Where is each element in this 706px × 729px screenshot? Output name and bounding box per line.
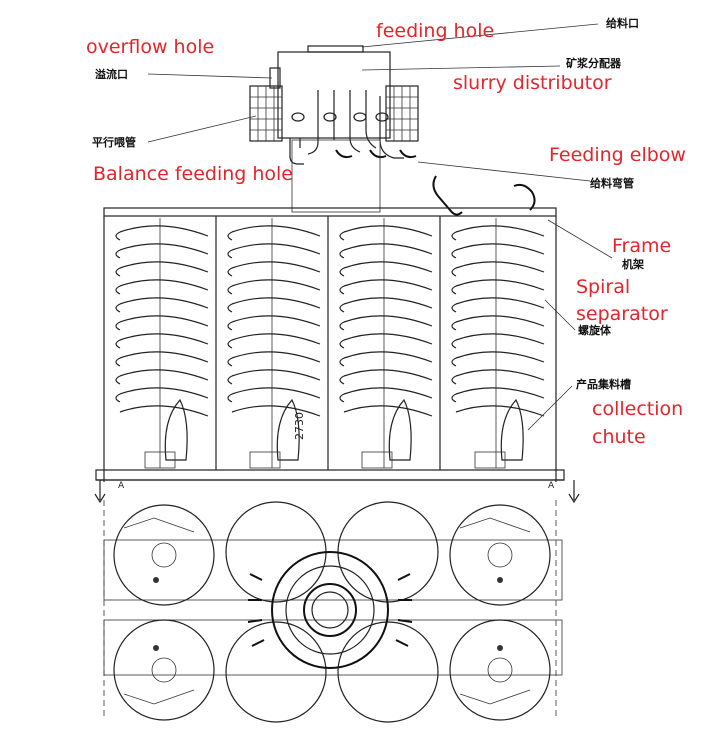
cn-label-feeding-elbow: 给料弯管 (590, 176, 634, 190)
label-frame: Frame (612, 235, 671, 257)
label-spiral-separator-line1: Spiral (576, 276, 630, 298)
cn-label-spiral-separator: 螺旋体 (578, 323, 612, 337)
english-annotations: feeding hole overflow hole slurry distri… (86, 20, 686, 448)
cn-label-feeding-hole: 给料口 (606, 16, 639, 30)
spiral-column-4 (451, 218, 545, 469)
spiral-separator-columns (115, 218, 545, 469)
label-collection-chute-line1: collection (592, 398, 683, 420)
label-collection-chute-line2: chute (592, 426, 646, 448)
dimension-label: 2730 (293, 412, 306, 440)
cn-label-slurry-distributor: 矿浆分配器 (566, 56, 622, 70)
slurry-distributor-drawing (249, 45, 536, 216)
spiral-column-3 (339, 218, 433, 469)
chinese-labels: 给料口 溢流口 矿浆分配器 平行喂管 给料弯管 机架 螺旋体 产品集料槽 (92, 16, 644, 391)
plan-view-drawing (103, 500, 563, 723)
section-mark-left: A (118, 481, 125, 491)
label-overflow-hole: overflow hole (86, 36, 214, 58)
cn-label-collection-chute: 产品集料槽 (576, 377, 631, 391)
frame-drawing: A A 2730 (94, 207, 580, 504)
cn-label-overflow-hole: 溢流口 (95, 67, 128, 81)
leader-lines (147, 23, 613, 431)
cn-label-balance-feeding-hole: 平行喂管 (92, 135, 136, 149)
label-feeding-elbow: Feeding elbow (549, 144, 686, 166)
section-mark-right: A (548, 481, 555, 491)
label-feeding-hole: feeding hole (376, 20, 494, 42)
cn-label-frame: 机架 (622, 257, 644, 271)
label-spiral-separator-line2: separator (576, 303, 668, 325)
label-balance-feeding-hole: Balance feeding hole (93, 163, 293, 185)
spiral-column-2 (227, 218, 321, 469)
spiral-column-1 (115, 218, 209, 469)
label-slurry-distributor: slurry distributor (453, 72, 612, 94)
